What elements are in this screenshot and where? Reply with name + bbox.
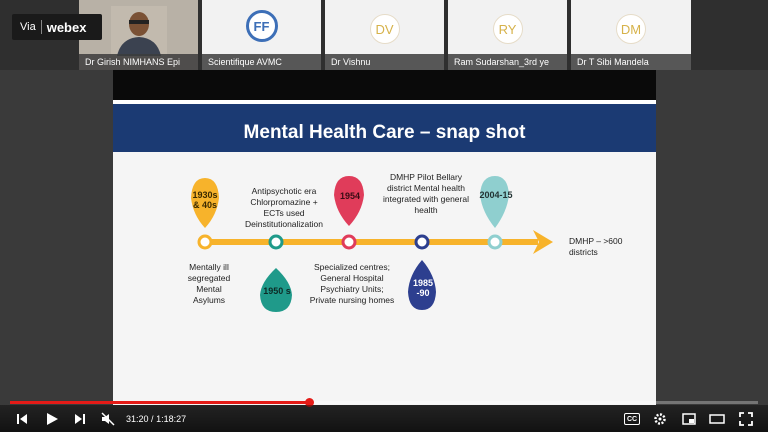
participant-tile[interactable]: RY Ram Sudarshan_3rd ye bbox=[448, 0, 569, 70]
timeline-text: Antipsychotic era Chlorpromazine + ECTs … bbox=[245, 186, 323, 229]
timeline-text: Specialized centres; General Hospital Ps… bbox=[309, 262, 395, 305]
participant-name: Ram Sudarshan_3rd ye bbox=[448, 54, 567, 70]
marker-1950s bbox=[260, 268, 292, 312]
marker-2004 bbox=[480, 176, 509, 228]
mute-button[interactable] bbox=[98, 409, 118, 429]
gear-icon bbox=[654, 413, 666, 425]
marker-label: 1985 -90 bbox=[412, 278, 434, 298]
time-separator: / bbox=[151, 414, 154, 424]
timeline-text: Mentally ill segregated Mental Asylums bbox=[187, 262, 231, 305]
timeline-node bbox=[341, 234, 357, 250]
timeline-graphic bbox=[191, 176, 553, 312]
miniplayer-icon bbox=[682, 413, 696, 425]
volume-muted-icon bbox=[101, 412, 115, 426]
slide-title: Mental Health Care – snap shot bbox=[243, 122, 526, 143]
marker-label: 1930s & 40s bbox=[192, 190, 218, 210]
participant-video bbox=[110, 6, 167, 56]
timeline-text: DMHP Pilot Bellary district Mental healt… bbox=[382, 172, 469, 215]
next-button[interactable] bbox=[70, 409, 90, 429]
play-icon bbox=[47, 413, 58, 425]
player-controls: 31:20 / 1:18:27 CC bbox=[0, 405, 768, 432]
slide-top-band bbox=[113, 70, 656, 100]
seek-bar-played bbox=[10, 401, 310, 404]
participants-strip: Dr Girish NIMHANS Epi FF Scientifique AV… bbox=[0, 0, 768, 70]
organization-logo-icon: FF bbox=[245, 10, 278, 42]
skip-previous-icon bbox=[17, 414, 27, 424]
play-button[interactable] bbox=[42, 409, 62, 429]
via-label: Via bbox=[20, 21, 36, 33]
time-total: 1:18:27 bbox=[156, 414, 187, 424]
divider bbox=[40, 20, 42, 34]
time-current: 31:20 bbox=[126, 414, 149, 424]
marker-label: 2004-15 bbox=[479, 190, 513, 200]
timeline-node bbox=[487, 234, 503, 250]
theater-mode-icon bbox=[709, 414, 725, 424]
participant-tile[interactable]: FF Scientifique AVMC bbox=[202, 0, 323, 70]
timeline-line bbox=[203, 239, 538, 245]
avatar: RY bbox=[492, 14, 523, 44]
timeline-node bbox=[268, 234, 284, 250]
captions-button[interactable]: CC bbox=[624, 413, 640, 425]
seek-handle[interactable] bbox=[305, 398, 315, 407]
marker-label: 1950 s bbox=[263, 286, 291, 296]
participant-name: Scientifique AVMC bbox=[202, 54, 321, 70]
seek-bar[interactable] bbox=[10, 398, 758, 407]
fullscreen-button[interactable] bbox=[736, 409, 756, 429]
slide-title-bar: Mental Health Care – snap shot bbox=[113, 100, 656, 152]
participant-name: Dr T Sibi Mandela bbox=[571, 54, 691, 70]
webex-watermark: Via webex bbox=[12, 14, 102, 40]
marker-label: 1954 bbox=[339, 191, 361, 201]
skip-next-icon bbox=[75, 414, 85, 424]
participant-tile[interactable]: DM Dr T Sibi Mandela bbox=[571, 0, 691, 70]
avatar: DV bbox=[369, 14, 400, 44]
avatar: DM bbox=[616, 14, 646, 44]
marker-1930s bbox=[191, 178, 219, 228]
time-display: 31:20 / 1:18:27 bbox=[126, 414, 186, 424]
webex-logo: webex bbox=[46, 19, 87, 35]
participant-tile[interactable]: DV Dr Vishnu bbox=[325, 0, 446, 70]
participant-name: Dr Girish NIMHANS Epi bbox=[79, 54, 198, 70]
marker-1985 bbox=[408, 260, 436, 310]
timeline-node bbox=[414, 234, 430, 250]
previous-button[interactable] bbox=[12, 409, 32, 429]
theater-mode-button[interactable] bbox=[707, 409, 727, 429]
miniplayer-button[interactable] bbox=[679, 409, 699, 429]
participant-name: Dr Vishnu bbox=[325, 54, 444, 70]
presentation-slide: Mental Health Care – snap shot 1930s & 4… bbox=[113, 100, 656, 405]
settings-button[interactable] bbox=[650, 409, 670, 429]
marker-1954 bbox=[334, 176, 364, 226]
timeline-node bbox=[197, 234, 213, 250]
fullscreen-icon bbox=[739, 412, 753, 426]
timeline-end-text: DMHP – >600 districts bbox=[569, 236, 623, 257]
participant-tile[interactable]: Dr Girish NIMHANS Epi bbox=[79, 0, 200, 70]
timeline-arrowhead-icon bbox=[533, 230, 553, 254]
